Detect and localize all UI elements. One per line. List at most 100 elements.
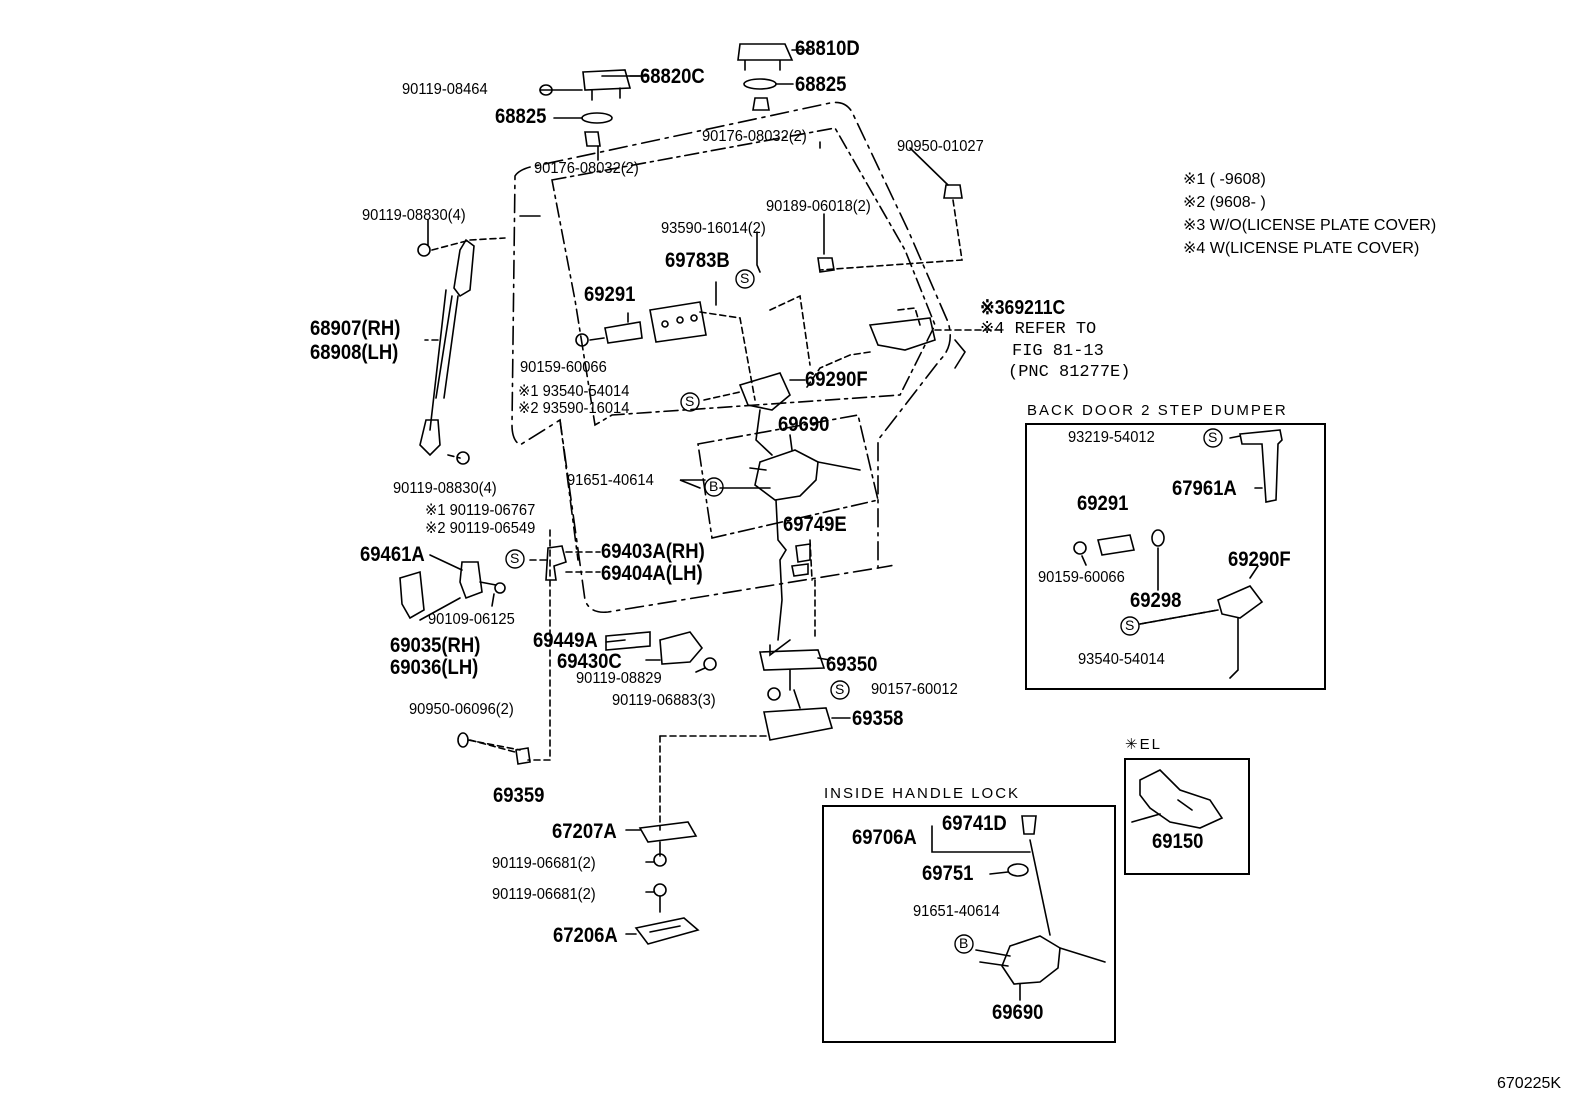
- part-label-90119-08830: 90119-08830(4): [393, 480, 497, 497]
- shape-69430C: [659, 631, 704, 665]
- shape-69350: [759, 649, 826, 671]
- marker-s: [830, 680, 850, 700]
- shape-69290Fb: [1217, 585, 1264, 619]
- shape-69211C: [868, 317, 936, 351]
- part-label-69359: 69359: [493, 784, 545, 807]
- part-label-90176-08032: 90176-08032(2): [702, 128, 807, 145]
- marker-b-label: B: [709, 478, 719, 494]
- el-box: [1124, 758, 1250, 875]
- strut-rod: [429, 289, 447, 431]
- part-label-90119-08464: 90119-08464: [402, 81, 488, 98]
- shape-69150: [1139, 769, 1224, 829]
- part-label-90176-08032: 90176-08032(2): [534, 160, 639, 177]
- part-label-90950-06096: 90950-06096(2): [409, 701, 514, 718]
- part-label-69036: 69036(LH): [390, 656, 479, 679]
- part-label-90159-60066: 90159-60066: [1038, 569, 1125, 586]
- shape-69298: [1151, 529, 1165, 547]
- part-label-90950-01027: 90950-01027: [897, 138, 984, 155]
- part-label-69430C: 69430C: [557, 650, 622, 673]
- shape-08464: [539, 84, 553, 96]
- back-door-inner: [551, 127, 936, 427]
- part-label-69783B: 69783B: [665, 249, 730, 272]
- window-panel: [697, 414, 879, 539]
- el-box-title: ✳EL: [1125, 736, 1162, 753]
- marker-s-label: S: [510, 550, 520, 566]
- part-label-69690: 69690: [778, 413, 830, 436]
- part-label-69449A: 69449A: [533, 629, 598, 652]
- bracket-right: [954, 339, 966, 369]
- part-label-69350: 69350: [826, 653, 878, 676]
- part-label-93540-54014: 93540-54014: [1078, 651, 1165, 668]
- part-label-67207A: 67207A: [552, 820, 617, 843]
- shape-69359: [515, 747, 531, 765]
- part-label-90119-06883: 90119-06883(3): [612, 692, 716, 709]
- shape-69461A: [459, 561, 483, 600]
- marker-s: [505, 549, 525, 569]
- shape-67961A: [1239, 429, 1283, 503]
- part-label-91651-40614: 91651-40614: [913, 903, 1000, 920]
- part-label-69291: 69291: [1077, 492, 1129, 515]
- part-label-68907: 68907(RH): [310, 317, 401, 340]
- shape-69290F: [738, 372, 791, 411]
- shape-69741D: [1021, 815, 1037, 835]
- part-label-93590-16014: ※2 93590-16014: [518, 400, 630, 417]
- shape-06096: [457, 732, 469, 748]
- note-4: ※4 W(LICENSE PLATE COVER): [1183, 240, 1420, 257]
- shape-90189: [817, 257, 835, 273]
- part-label-67961A: 67961A: [1172, 477, 1237, 500]
- note-1: ※1 ( -9608): [1183, 171, 1266, 188]
- shape-69035: [399, 570, 425, 620]
- part-label-69749E: 69749E: [783, 513, 847, 536]
- part-label-91651-40614: 91651-40614: [567, 472, 654, 489]
- shape-bolt-08830b: [456, 451, 470, 465]
- part-label-68810D: 68810D: [795, 37, 860, 60]
- part-label-69706A: 69706A: [852, 826, 917, 849]
- marker-s-label: S: [1125, 617, 1135, 633]
- marker-s-label: S: [740, 270, 750, 286]
- shape-bolt-2: [584, 131, 601, 147]
- part-label-69751: 69751: [922, 862, 974, 885]
- marker-s: [1120, 616, 1140, 636]
- leader-68810D: [775, 49, 811, 85]
- marker-b: [704, 477, 724, 497]
- shape-rod: [1029, 839, 1051, 936]
- part-label-69150: 69150: [1152, 830, 1204, 853]
- part-label-90119-06681: 90119-06681(2): [492, 855, 596, 872]
- strut-body: [435, 295, 459, 399]
- strut-bottom: [419, 419, 441, 457]
- inside-box-title: INSIDE HANDLE LOCK: [824, 785, 1021, 802]
- shape-bolt-top: [752, 97, 770, 111]
- part-label-69403A: 69403A(RH): [601, 540, 705, 563]
- part-label-69290F: 69290F: [1228, 548, 1291, 571]
- dashed-link-1: [699, 294, 811, 401]
- ref-pnc: (PNC 81277E): [1008, 363, 1131, 382]
- marker-s-label: S: [685, 393, 695, 409]
- strut-top-bracket: [453, 238, 475, 298]
- note-2: ※2 (9608- ): [1183, 194, 1266, 211]
- marker-s-label: S: [835, 681, 845, 697]
- part-label-69290F: 69290F: [805, 368, 868, 391]
- part-label-90157-60012: 90157-60012: [871, 681, 958, 698]
- dumper-box-title: BACK DOOR 2 STEP DUMPER: [1027, 402, 1288, 419]
- dumper-box: [1025, 423, 1326, 690]
- part-label-69035: 69035(RH): [390, 634, 481, 657]
- part-label-68825: 68825: [795, 73, 847, 96]
- part-label-69404A: 69404A(LH): [601, 562, 703, 585]
- shape-69291a: [604, 321, 643, 344]
- shape-69751: [1007, 863, 1029, 877]
- part-label-69211C: ※369211C: [980, 297, 1066, 319]
- part-label-69291: 69291: [584, 283, 636, 306]
- diagram-id: 670225K: [1497, 1075, 1562, 1092]
- shape-69690b: [1001, 935, 1061, 985]
- marker-s: [1203, 428, 1223, 448]
- part-label-68825: 68825: [495, 105, 547, 128]
- shape-69749E: [791, 543, 811, 577]
- part-label-90119-06681: 90119-06681(2): [492, 886, 596, 903]
- part-label-69358: 69358: [852, 707, 904, 730]
- back-door-outline: [511, 101, 951, 614]
- leader-01027: [819, 199, 963, 271]
- part-label-90109-06125: 90109-06125: [428, 611, 515, 628]
- shape-69449A: [605, 631, 651, 651]
